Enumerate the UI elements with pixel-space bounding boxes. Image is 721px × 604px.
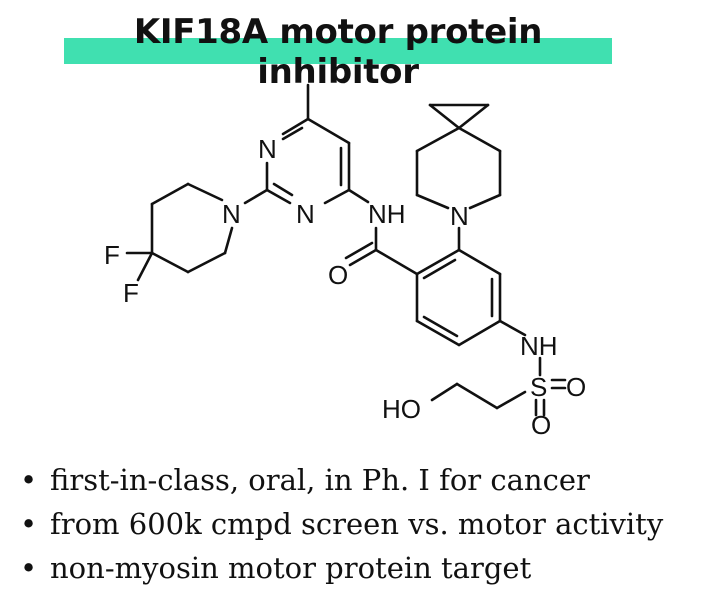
- bullet-item: • from 600k cmpd screen vs. motor activit…: [20, 502, 663, 546]
- bond: [306, 117, 351, 145]
- atom-o-sulfonyl-bottom: O: [531, 410, 551, 440]
- atom-hydroxyl: HO: [382, 394, 421, 424]
- bullet-item: • non-myosin motor protein target: [20, 546, 663, 590]
- bond: [495, 390, 527, 410]
- bullet-text: non-myosin motor protein target: [50, 551, 532, 585]
- bond: [150, 182, 190, 206]
- atom-sulfur: S: [530, 372, 547, 402]
- atom-labels: N N N NH O N NH S O O HO F F: [104, 134, 586, 440]
- bond: [415, 126, 461, 153]
- bond: [457, 103, 490, 130]
- atom-nh-sulfonamide: NH: [520, 331, 558, 361]
- bond: [457, 126, 502, 153]
- atom-fluorine-2: F: [123, 278, 139, 308]
- bond: [455, 382, 499, 410]
- bond: [457, 319, 502, 347]
- bullet-text: first-in-class, oral, in Ph. I for cance…: [50, 463, 590, 497]
- atom-o-sulfonyl-right: O: [566, 372, 586, 402]
- bond: [415, 193, 450, 210]
- bond: [323, 188, 351, 205]
- atom-n-pyrimidine-top: N: [258, 134, 277, 164]
- bullet-item: • first-in-class, oral, in Ph. I for canc…: [20, 458, 663, 502]
- page-title: KIF18A motor protein inhibitor: [133, 12, 543, 92]
- bond: [150, 251, 190, 274]
- bond: [265, 188, 292, 205]
- bond: [457, 248, 502, 276]
- bond: [430, 382, 459, 402]
- bond: [243, 188, 269, 205]
- bond: [468, 193, 502, 210]
- atom-fluorine-1: F: [104, 240, 120, 270]
- bullet-text: from 600k cmpd screen vs. motor activity: [50, 507, 664, 541]
- bond: [186, 251, 227, 274]
- bond: [281, 117, 310, 136]
- bullet-dot-icon: •: [20, 507, 38, 541]
- bullet-list: • first-in-class, oral, in Ph. I for canc…: [20, 458, 663, 590]
- title-block: KIF18A motor protein inhibitor: [64, 8, 612, 92]
- atom-n-pyrimidine-bottom: N: [296, 199, 315, 229]
- atom-n-spiro: N: [450, 201, 469, 231]
- bond: [422, 315, 459, 338]
- bond: [186, 182, 224, 202]
- bond: [344, 241, 374, 260]
- bond: [415, 319, 461, 347]
- bond: [374, 248, 419, 276]
- atom-n-piperidine: N: [222, 199, 241, 229]
- title-highlight: [64, 38, 612, 64]
- bond: [136, 251, 154, 282]
- bond: [422, 258, 457, 280]
- bond: [281, 126, 304, 141]
- bonds: [125, 83, 567, 417]
- bond: [223, 226, 234, 255]
- chemical-structure: N N N NH O N NH S O O HO F F: [104, 83, 586, 440]
- bullet-dot-icon: •: [20, 463, 38, 497]
- bond: [428, 103, 461, 130]
- bullet-dot-icon: •: [20, 551, 38, 585]
- atom-o-carbonyl: O: [328, 260, 348, 290]
- bond: [415, 248, 461, 276]
- atom-nh-amide: NH: [368, 199, 406, 229]
- bond: [347, 188, 370, 204]
- bond: [272, 182, 294, 197]
- bond: [348, 248, 378, 267]
- bond: [498, 319, 527, 337]
